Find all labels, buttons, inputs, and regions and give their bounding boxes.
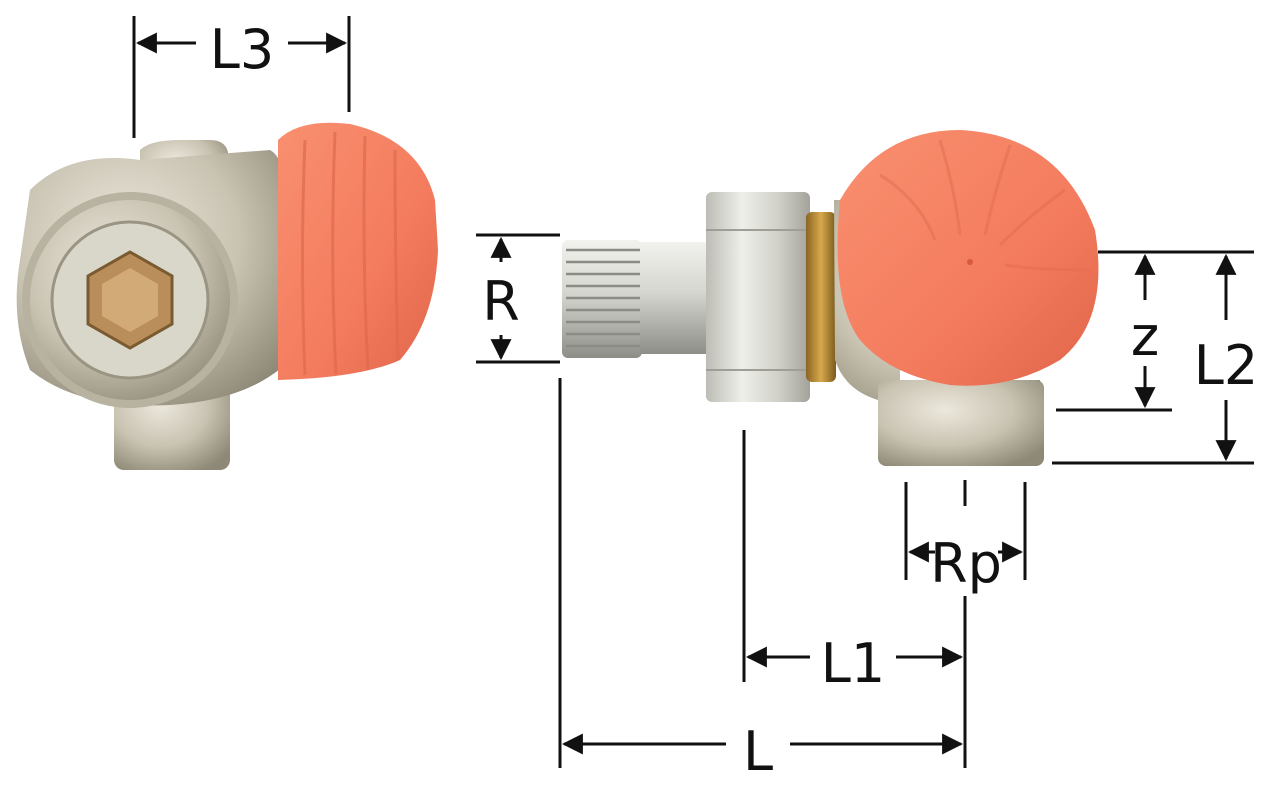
valve-side-view bbox=[562, 130, 1099, 466]
dimension-lines bbox=[132, 16, 1254, 768]
label-l3: L3 bbox=[210, 18, 274, 81]
label-l: L bbox=[743, 720, 773, 783]
label-l1: L1 bbox=[821, 632, 885, 695]
thread-lines bbox=[566, 248, 640, 348]
smooth-tail bbox=[640, 242, 708, 354]
cap-ribs bbox=[301, 131, 400, 376]
label-z: z bbox=[1131, 305, 1159, 368]
label-r: R bbox=[482, 270, 520, 333]
valve-side-lower-outlet bbox=[878, 380, 1044, 466]
valve-side-cap bbox=[837, 130, 1099, 386]
hex-socket-face bbox=[102, 268, 158, 332]
valve-front-view bbox=[16, 122, 438, 470]
brass-washer bbox=[806, 212, 836, 382]
label-rp: Rp bbox=[930, 532, 1002, 595]
union-nut bbox=[706, 192, 810, 402]
label-l2: L2 bbox=[1194, 334, 1258, 397]
cap-ribs-side bbox=[879, 139, 1091, 272]
cap-center-dot bbox=[967, 259, 973, 265]
dimension-labels: L3 R z L2 Rp L1 L bbox=[210, 18, 1258, 783]
